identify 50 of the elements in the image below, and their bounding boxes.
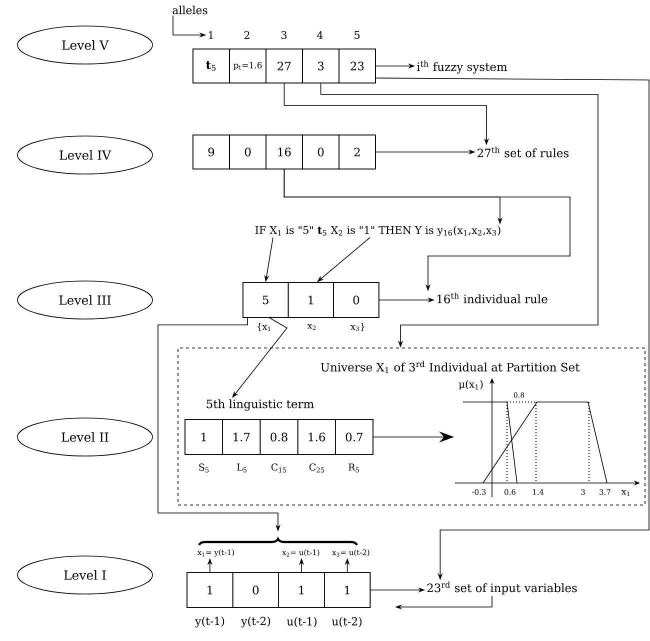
brace	[198, 538, 358, 546]
variable-label: {x$_{1}$	[258, 322, 270, 332]
axis-label: μ(x$_{1}$)	[458, 380, 483, 390]
text-label: 23$^{rd}$ set of input variables	[427, 582, 577, 594]
allele-cell: 1	[184, 419, 223, 455]
allele-cell: 0.8	[260, 419, 298, 455]
text-label: 27$^{th}$ set of rules	[478, 146, 569, 158]
allele-cell: 1	[288, 282, 334, 318]
allele-cell: 0.7	[335, 419, 374, 455]
allele-cell: 1.7	[222, 419, 261, 455]
variable-label: u(t-2)	[332, 616, 362, 628]
variable-label: y(t-1)	[195, 616, 224, 628]
variable-label: x$_{3}$}	[350, 322, 364, 332]
allele-cell: 2	[338, 134, 376, 170]
allele-cell: t$_{5}$	[192, 48, 230, 84]
term-label: R$_{5}$	[348, 464, 359, 472]
variable-label: x$_{2}$	[307, 324, 316, 330]
allele-cell: 0	[333, 282, 380, 318]
term-label: C$_{15}$	[271, 464, 286, 472]
variable-label: y(t-2)	[241, 616, 270, 628]
allele-cell: 3	[302, 48, 340, 84]
allele-cell: 0	[232, 572, 279, 608]
text-label: i$^{th}$ fuzzy system	[417, 60, 508, 74]
allele-cell: 1	[278, 572, 325, 608]
term-label: L$_{5}$	[237, 464, 246, 472]
column-number: 5	[354, 31, 360, 39]
allele-cell: 23	[338, 48, 376, 84]
text-label: 5th linguistic term	[206, 399, 314, 411]
term-label: C$_{25}$	[309, 464, 324, 472]
allele-cell: 1.6	[297, 419, 336, 455]
text-label: 16$^{th}$ individual rule	[437, 292, 548, 304]
axis-label: x$_{1}$	[621, 490, 630, 496]
text-label: IF X$_{1}$ is "5" t$_{5}$ X$_{2}$ is "1" THEN Y is y$_{16}$(x$_{1}$,x$_{2}$,x$_{3}$)	[255, 226, 500, 236]
variable-label: u(t-1)	[286, 616, 317, 628]
allele-cell: 0	[229, 134, 266, 170]
column-number: 2	[244, 31, 250, 39]
allele-cell: 27	[266, 48, 303, 84]
allele-cell: 5	[242, 282, 289, 318]
allele-cell: 1	[186, 572, 234, 608]
text-label: alleles	[172, 6, 208, 14]
text-label: 1	[208, 31, 213, 39]
frame-heading: Universe X$_{1}$ of 3$^{rd}$ Individual at Partition Set	[320, 360, 580, 374]
allele-cell: 16	[266, 134, 303, 170]
allele-cell: 1	[324, 572, 371, 608]
column-number: 3	[281, 31, 287, 39]
column-number: 4	[317, 31, 323, 39]
allele-cell: 9	[192, 134, 230, 170]
term-label: S$_{5}$	[199, 464, 209, 472]
allele-cell: p$_{t}$=1.6	[229, 48, 266, 84]
allele-cell: 0	[302, 134, 340, 170]
